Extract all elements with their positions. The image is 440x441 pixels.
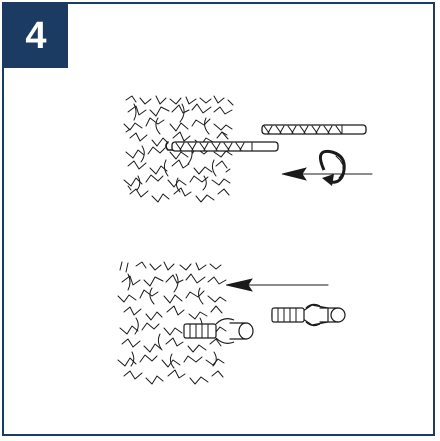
rotation-arrow-icon	[318, 149, 346, 186]
drilled-hole	[165, 141, 183, 151]
wall-plug-icon	[271, 303, 346, 327]
bottom-panel	[117, 261, 346, 385]
masonry-wall-icon	[123, 95, 234, 203]
instruction-step-frame: 4	[2, 2, 435, 436]
drill-bit-icon	[261, 124, 367, 135]
step-number-badge: 4	[4, 4, 68, 68]
drill-bit-in-hole-icon	[171, 141, 279, 152]
insertion-arrow-icon	[281, 167, 373, 181]
masonry-wall-icon	[117, 261, 227, 385]
top-panel	[123, 95, 373, 203]
insertion-arrow-icon	[225, 278, 329, 292]
wall-plug-in-hole-icon	[183, 318, 254, 344]
